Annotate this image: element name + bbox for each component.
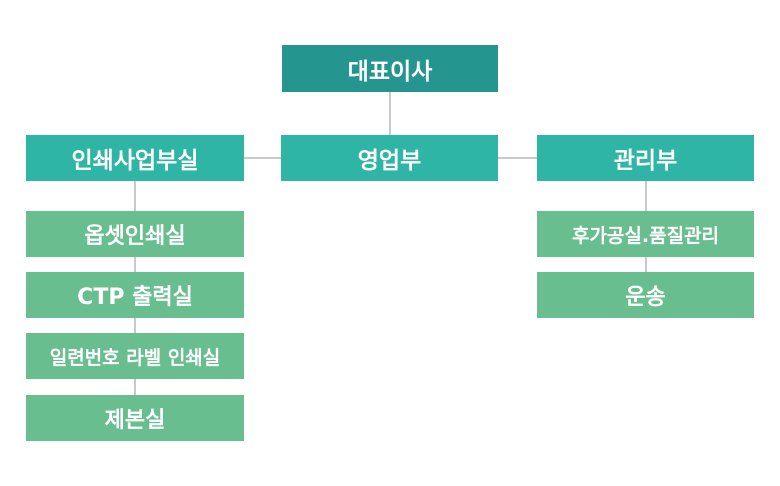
team-serial-label-label: 일련번호 라벨 인쇄실: [49, 346, 221, 369]
sales-to-admin-line: [498, 157, 537, 159]
team-offset-printing-box: 옵셋인쇄실: [26, 211, 244, 257]
ceo-box: 대표이사: [282, 45, 498, 92]
dept-sales-label: 영업부: [357, 148, 422, 174]
team-transport-label: 운송: [625, 285, 666, 310]
dept-printing-box: 인쇄사업부실: [26, 135, 244, 181]
dept-admin-label: 관리부: [613, 148, 678, 174]
dept-sales-box: 영업부: [281, 135, 498, 181]
team-ctp-output-label: CTP 출력실: [77, 285, 193, 310]
dept-admin-box: 관리부: [537, 135, 754, 181]
ceo-to-sales-line: [389, 92, 391, 135]
dept-printing-label: 인쇄사업부실: [71, 148, 199, 174]
team-postprocess-qc-box: 후가공실.품질관리: [537, 211, 754, 257]
team-serial-label-box: 일련번호 라벨 인쇄실: [26, 333, 244, 379]
team-binding-label: 제본실: [104, 408, 166, 433]
team-binding-box: 제본실: [26, 395, 244, 441]
team-ctp-output-box: CTP 출력실: [26, 272, 244, 318]
team-transport-box: 운송: [537, 272, 754, 318]
printing-to-sales-line: [244, 157, 281, 159]
ceo-label: 대표이사: [347, 58, 433, 85]
team-offset-printing-label: 옵셋인쇄실: [84, 224, 186, 249]
team-postprocess-qc-label: 후가공실.품질관리: [571, 224, 720, 247]
